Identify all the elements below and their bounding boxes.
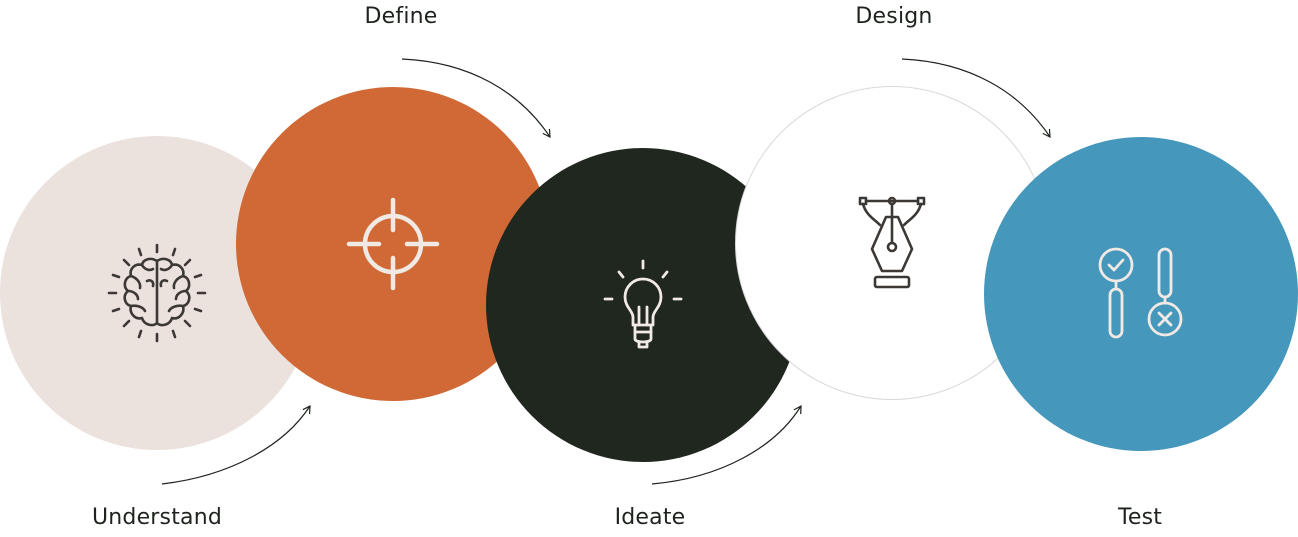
lightbulb-icon — [593, 255, 693, 355]
step-label-ideate: Ideate — [614, 505, 686, 530]
step-label-understand: Understand — [91, 505, 223, 530]
arrow-define-to-ideate — [401, 58, 551, 139]
arrow-ideate-to-design — [651, 404, 802, 485]
step-circle-test — [984, 137, 1298, 451]
arrow-design-to-test — [901, 58, 1051, 139]
step-label-design: Design — [855, 4, 933, 29]
target-crosshair-icon — [343, 194, 443, 294]
brain-icon — [107, 243, 207, 343]
arrow-understand-to-define — [161, 404, 311, 485]
step-label-define: Define — [364, 4, 438, 29]
step-label-test: Test — [1117, 505, 1163, 530]
magnifier-check-cross-icon — [1090, 245, 1190, 345]
pen-tool-bezier-icon — [842, 193, 942, 293]
